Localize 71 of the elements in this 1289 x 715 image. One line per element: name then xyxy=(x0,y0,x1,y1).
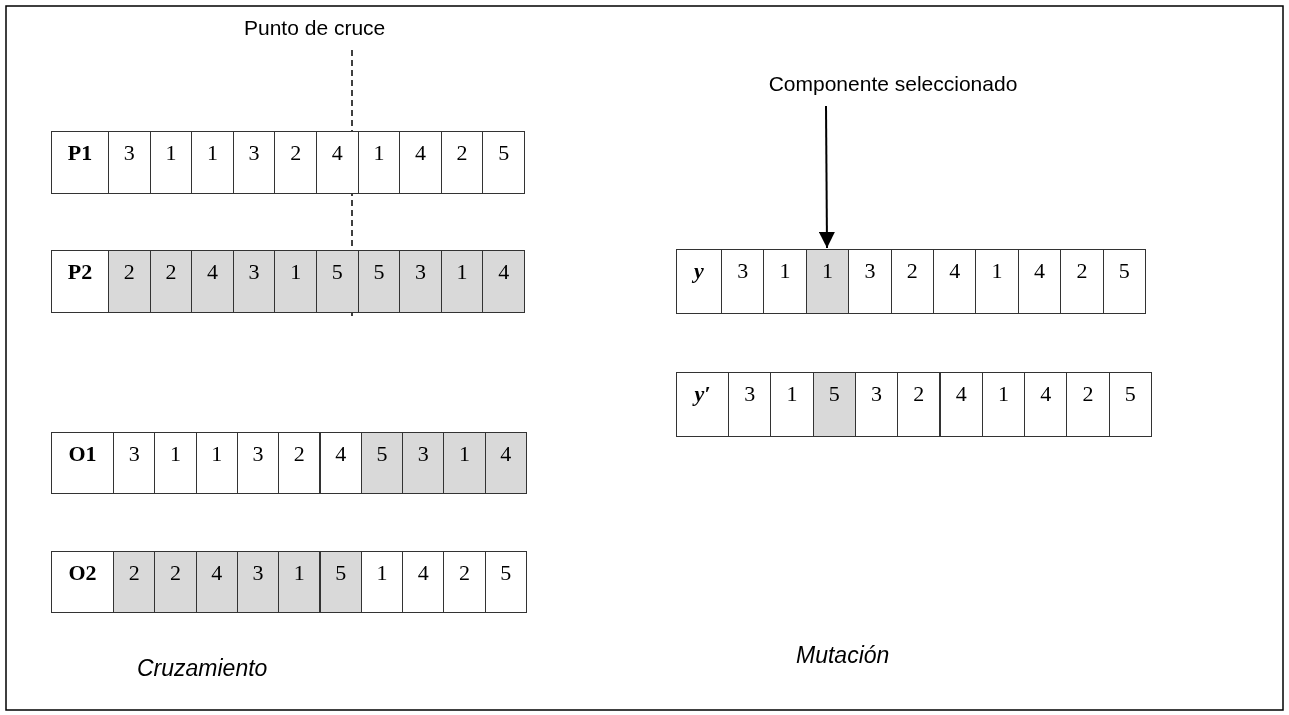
gene-cell: 3 xyxy=(399,250,442,313)
row-label-cell: O2 xyxy=(51,551,114,613)
gene-cell: 1 xyxy=(440,250,484,313)
gene-cell: 1 xyxy=(154,432,197,494)
gene-cell: 2 xyxy=(113,551,156,613)
gene-cell: 2 xyxy=(440,131,484,194)
gene-cell: 2 xyxy=(278,432,321,494)
gene-cell: 3 xyxy=(402,432,445,494)
row-label-cell: P1 xyxy=(51,131,109,194)
gene-cell: 2 xyxy=(443,551,486,613)
row-label-cell: y xyxy=(676,249,722,314)
gene-cell: 1 xyxy=(770,372,814,437)
gene-cell: 5 xyxy=(1102,249,1146,314)
gene-cell: 1 xyxy=(443,432,486,494)
gene-cell: 4 xyxy=(1017,249,1062,314)
gene-cell: 1 xyxy=(195,432,238,494)
gene-cell: 3 xyxy=(236,432,280,494)
gene-cell: 5 xyxy=(360,432,404,494)
row-label-cell: y′ xyxy=(676,372,729,437)
gene-cell: 2 xyxy=(154,551,197,613)
gene-cell: 1 xyxy=(981,372,1026,437)
gene-cell: 5 xyxy=(812,372,856,437)
crossover-point-label: Punto de cruce xyxy=(244,16,386,40)
gene-cell: 4 xyxy=(482,250,525,313)
row-label-cell: P2 xyxy=(51,250,109,313)
gene-cell: 3 xyxy=(728,372,772,437)
gene-cell: 1 xyxy=(357,131,401,194)
gene-cell: 5 xyxy=(482,131,525,194)
gene-cell: 1 xyxy=(763,249,807,314)
gene-cell: 1 xyxy=(278,551,321,613)
gene-cell: 4 xyxy=(933,249,977,314)
gene-cell: 1 xyxy=(274,250,317,313)
gene-cell: 4 xyxy=(399,131,442,194)
gene-cell: 4 xyxy=(1024,372,1068,437)
gene-cell: 3 xyxy=(721,249,765,314)
gene-cell: 3 xyxy=(113,432,156,494)
gene-cell: 5 xyxy=(484,551,527,613)
gene-cell: 1 xyxy=(805,249,850,314)
gene-cell: 3 xyxy=(232,250,276,313)
crossover-caption: Cruzamiento xyxy=(137,655,268,682)
gene-cell: 2 xyxy=(890,249,934,314)
gene-cell: 5 xyxy=(319,551,362,613)
gene-cell: 4 xyxy=(939,372,983,437)
gene-cell: 2 xyxy=(274,131,317,194)
gene-cell: 2 xyxy=(1066,372,1110,437)
gene-cell: 4 xyxy=(316,131,359,194)
gene-cell: 4 xyxy=(484,432,527,494)
row-label-cell: O1 xyxy=(51,432,114,494)
gene-cell: 4 xyxy=(195,551,238,613)
gene-cell: 2 xyxy=(149,250,193,313)
gene-cell: 3 xyxy=(848,249,892,314)
mutation-caption: Mutación xyxy=(796,642,890,669)
gene-cell: 5 xyxy=(316,250,359,313)
gene-cell: 3 xyxy=(108,131,151,194)
gene-cell: 4 xyxy=(319,432,362,494)
gene-cell: 4 xyxy=(402,551,445,613)
gene-cell: 1 xyxy=(360,551,404,613)
gene-cell: 3 xyxy=(236,551,280,613)
gene-cell: 2 xyxy=(1060,249,1104,314)
gene-cell: 2 xyxy=(108,250,151,313)
gene-cell: 3 xyxy=(854,372,899,437)
gene-cell: 1 xyxy=(975,249,1019,314)
gene-cell: 5 xyxy=(357,250,401,313)
callout-text: Componente seleccionado xyxy=(733,72,1053,96)
gene-cell: 4 xyxy=(191,250,234,313)
gene-cell: 2 xyxy=(897,372,941,437)
gene-cell: 3 xyxy=(232,131,276,194)
gene-cell: 1 xyxy=(191,131,234,194)
gene-cell: 1 xyxy=(149,131,193,194)
arrow xyxy=(818,105,835,249)
gene-cell: 5 xyxy=(1108,372,1152,437)
